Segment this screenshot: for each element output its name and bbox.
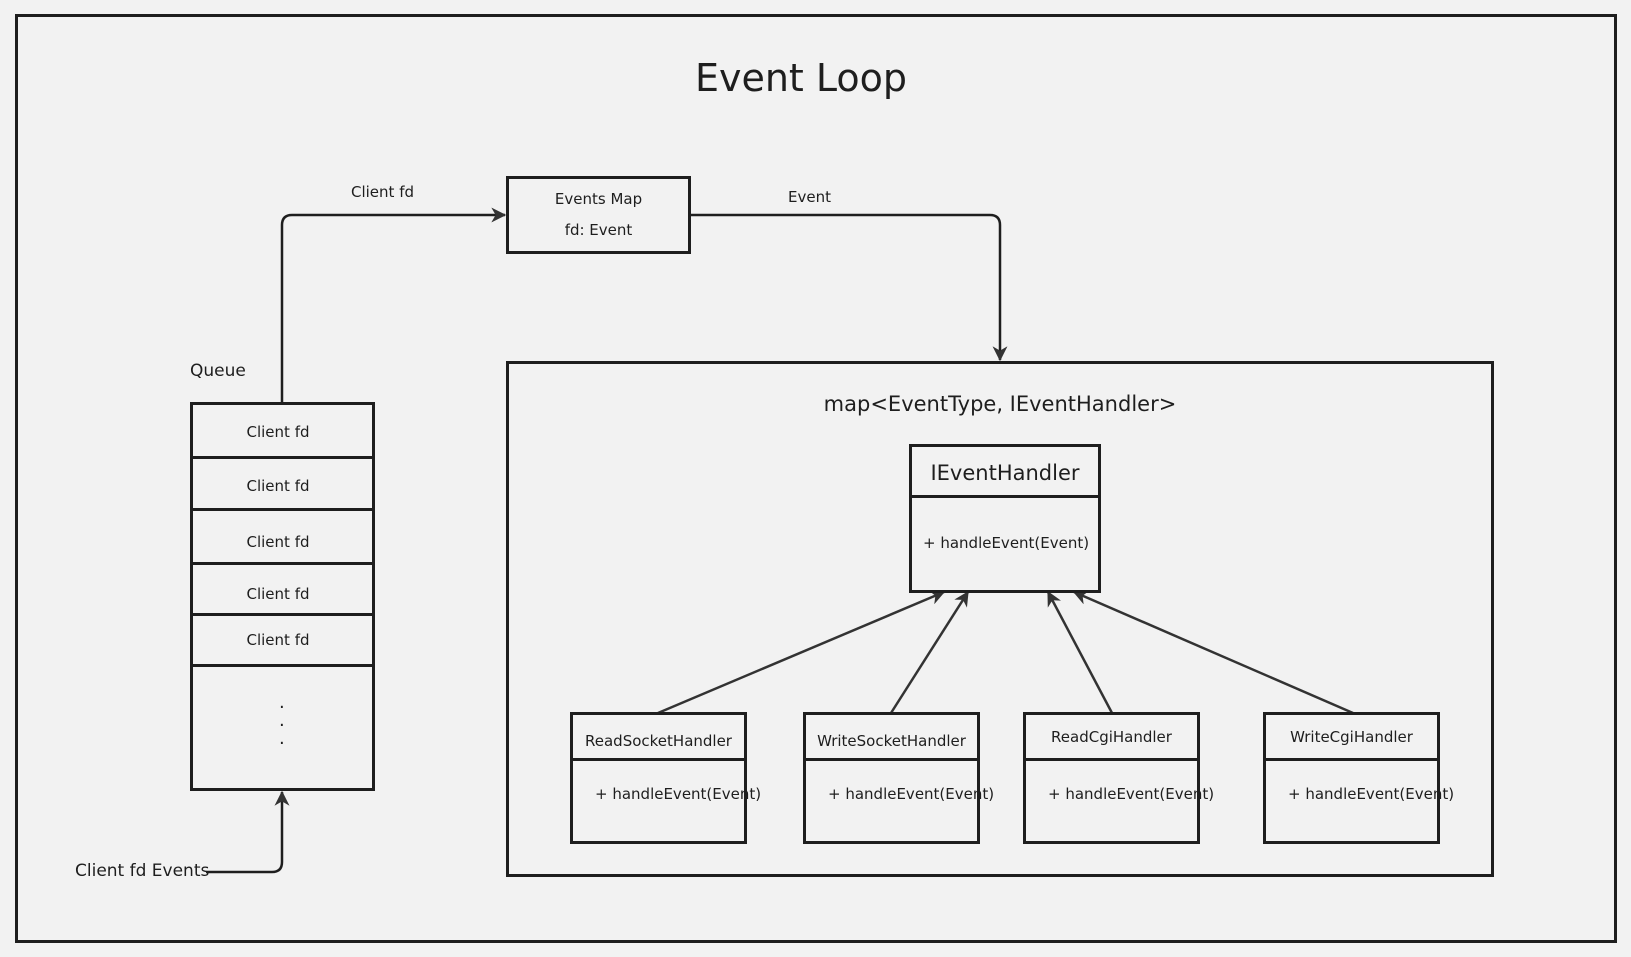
queue-ellipsis-dot: · [279, 733, 285, 754]
edge-read-cgi-implements [1046, 590, 1114, 714]
class-box-write-socket-handler[interactable]: WriteSocketHandler + handleEvent(Event) [803, 712, 994, 844]
handler-map-title: map<EventType, IEventHandler> [823, 392, 1177, 416]
class-box-read-cgi-handler[interactable]: ReadCgiHandler + handleEvent(Event) [1023, 712, 1214, 844]
queue-label: Queue [190, 361, 246, 381]
class-separator [573, 758, 744, 761]
edge-input-to-queue [206, 790, 290, 874]
edge-queue-to-events-map [280, 207, 507, 402]
edge-write-socket-implements [889, 590, 970, 714]
class-box-write-cgi-handler[interactable]: WriteCgiHandler + handleEvent(Event) [1263, 712, 1454, 844]
handler-map-container[interactable]: map<EventType, IEventHandler> [506, 361, 1494, 877]
edge-write-cgi-implements [1072, 590, 1354, 715]
edge-label-event: Event [788, 188, 831, 206]
interface-name: IEventHandler [930, 461, 1080, 485]
queue-separator [193, 562, 372, 565]
class-name: ReadSocketHandler [585, 732, 732, 750]
events-map-box[interactable]: Events Map fd: Event [506, 176, 691, 254]
class-method: + handleEvent(Event) [595, 785, 762, 803]
class-method: + handleEvent(Event) [828, 785, 995, 803]
event-loop-frame[interactable] [15, 14, 1617, 943]
edge-events-map-to-handler-map [690, 213, 1008, 362]
diagram-title: Event Loop [694, 56, 908, 100]
class-name: WriteCgiHandler [1290, 728, 1413, 746]
queue-separator [193, 613, 372, 616]
class-method: + handleEvent(Event) [1048, 785, 1215, 803]
edge-label-client-fd-events: Client fd Events [75, 861, 210, 881]
class-name: ReadCgiHandler [1051, 728, 1172, 746]
class-separator [1266, 758, 1437, 761]
class-box-read-socket-handler[interactable]: ReadSocketHandler + handleEvent(Event) [570, 712, 761, 844]
events-map-field: fd: Event [564, 221, 633, 239]
queue-item: Client fd [246, 631, 310, 649]
interface-box-ieventhandler[interactable]: IEventHandler + handleEvent(Event) [909, 444, 1101, 593]
interface-separator [912, 495, 1098, 498]
class-separator [806, 758, 977, 761]
class-method: + handleEvent(Event) [1288, 785, 1455, 803]
class-separator [1026, 758, 1197, 761]
queue-ellipsis-dot: · [279, 715, 285, 736]
queue-box[interactable]: Client fd Client fd Client fd Client fd … [190, 402, 375, 791]
class-name: WriteSocketHandler [817, 732, 966, 750]
interface-method: + handleEvent(Event) [923, 534, 1090, 552]
events-map-name: Events Map [554, 190, 643, 208]
queue-item: Client fd [246, 533, 310, 551]
queue-item: Client fd [246, 585, 310, 603]
queue-item: Client fd [246, 477, 310, 495]
edge-read-socket-implements [657, 590, 946, 715]
queue-separator [193, 508, 372, 511]
edge-label-client-fd: Client fd [351, 183, 414, 201]
queue-ellipsis-dot: · [279, 697, 285, 718]
queue-separator [193, 456, 372, 459]
queue-separator [193, 664, 372, 667]
queue-item: Client fd [246, 423, 310, 441]
